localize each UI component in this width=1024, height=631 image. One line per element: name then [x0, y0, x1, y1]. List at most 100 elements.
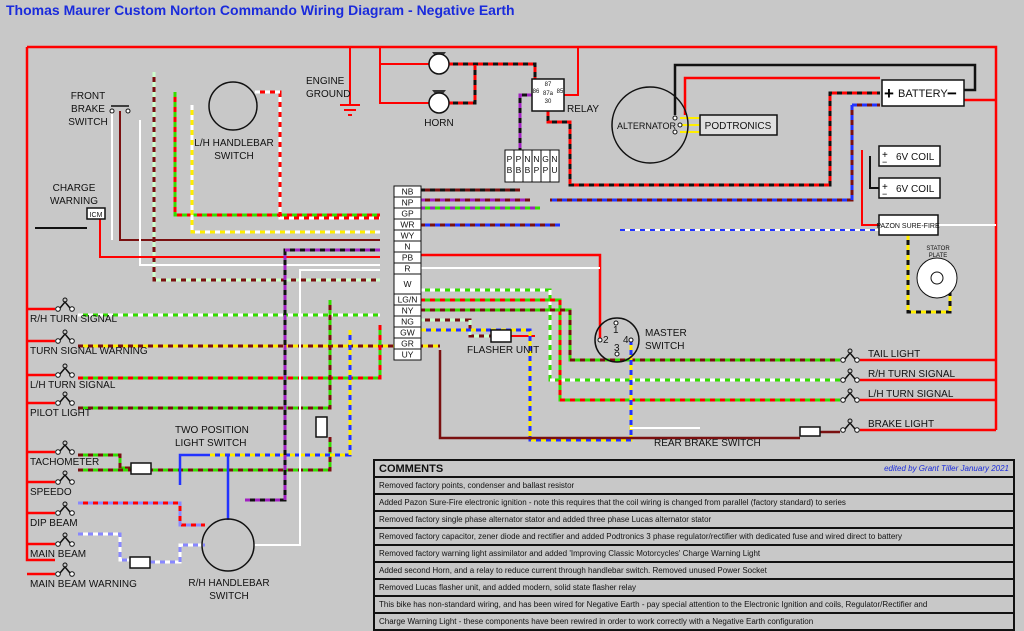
svg-text:+: +	[882, 182, 888, 193]
connector-cell-label: GP	[401, 209, 414, 219]
lh-sw-wire-4	[255, 90, 380, 220]
left-lamp-label: L/H TURN SIGNAL	[30, 380, 116, 391]
svg-text:SWITCH: SWITCH	[68, 117, 107, 128]
connector-cell-label: GR	[401, 339, 414, 349]
connector-cell-label: UY	[402, 350, 414, 360]
lamp-icon	[55, 391, 75, 406]
relay-connector-cell-label: P	[516, 154, 522, 164]
lh-sw-wire-2-tracer	[173, 92, 380, 217]
mbw-wire	[150, 543, 205, 564]
engine-ground-label-1: ENGINE	[306, 76, 345, 87]
alternator: ALTERNATOR	[611, 86, 689, 164]
two-pos-wire-tracer	[210, 330, 352, 457]
svg-text:PLATE: PLATE	[929, 253, 948, 259]
svg-text:TWO POSITION: TWO POSITION	[175, 425, 249, 436]
coil-1: +− 6V COIL	[878, 145, 941, 167]
lamp-icon	[840, 348, 860, 363]
brake-wire	[438, 350, 800, 440]
svg-text:+: +	[882, 150, 888, 161]
resistor-speedo	[130, 462, 152, 475]
connector-cell-label: NB	[402, 187, 414, 197]
svg-text:87a: 87a	[543, 91, 554, 97]
connector-cell-label: R	[404, 264, 410, 274]
rear-brake-switch: REAR BRAKE SWITCH	[654, 426, 821, 449]
lamp-icon	[55, 440, 75, 455]
svg-text:LIGHT SWITCH: LIGHT SWITCH	[175, 438, 246, 449]
svg-text:WARNING: WARNING	[50, 196, 98, 207]
lamp-icon	[55, 363, 75, 378]
relay-connector-cell	[549, 149, 560, 183]
right-lamp-label: L/H TURN SIGNAL	[868, 389, 954, 400]
lh-sw-wire-3-tracer	[190, 105, 380, 234]
relay-connector-cell-label: B	[507, 165, 513, 175]
connector-cell-label: PB	[402, 253, 414, 263]
svg-text:2: 2	[603, 335, 609, 346]
rh-sw-purple	[245, 248, 380, 502]
tail-wire-tracer	[420, 308, 840, 362]
svg-text:ICM: ICM	[90, 212, 103, 219]
flasher-wire-tracer	[420, 318, 491, 338]
stator-plate: STATOR PLATE	[916, 246, 958, 299]
uy-wire-tracer	[420, 328, 633, 442]
stator-pickup-tracer	[906, 235, 952, 314]
icm-red	[99, 219, 380, 258]
left-lamp-label: DIP BEAM	[30, 518, 78, 529]
right-lamp-label: R/H TURN SIGNAL	[868, 369, 955, 380]
wires	[25, 45, 998, 576]
left-lamp-label: SPEEDO	[30, 487, 72, 498]
relay-connector-cell-label: B	[516, 165, 522, 175]
svg-text:6V COIL: 6V COIL	[896, 184, 935, 195]
relay-86	[518, 93, 532, 150]
lh-rear-turn-tracer	[420, 298, 840, 402]
svg-text:L/H HANDLEBAR: L/H HANDLEBAR	[194, 138, 273, 149]
relay-connector-cell-label: G	[542, 154, 549, 164]
lamp-icon	[840, 418, 860, 433]
svg-text:3: 3	[614, 343, 620, 354]
engine-ground-label-2: GROUND	[306, 89, 350, 100]
diagram-title: Thomas Maurer Custom Norton Commando Wir…	[6, 2, 515, 18]
left-lamp-label: PILOT LIGHT	[30, 408, 91, 419]
speedo-wire-tracer	[78, 437, 332, 472]
left-lamp-label: MAIN BEAM WARNING	[30, 579, 137, 590]
r-master	[420, 253, 602, 340]
lamp-icon	[55, 470, 75, 485]
relay-86-tracer	[518, 93, 532, 150]
lh-sw-wire-4-tracer	[255, 90, 380, 220]
relay-connector-cell-label: P	[543, 165, 549, 175]
svg-text:87: 87	[545, 82, 552, 88]
comment-row: Removed factory points, condenser and ba…	[375, 478, 1013, 493]
horn-lower	[428, 90, 450, 114]
pazon-feed	[861, 150, 879, 226]
right-lamp-label: BRAKE LIGHT	[868, 419, 934, 430]
comments-header: COMMENTS edited by Grant Tiller January …	[375, 461, 1013, 476]
lh-turn-wire-tracer	[78, 325, 382, 380]
svg-text:CHARGE: CHARGE	[53, 183, 96, 194]
svg-text:−: −	[882, 189, 887, 199]
comments-panel: COMMENTS edited by Grant Tiller January …	[373, 459, 1015, 631]
rh-sw-purple-tracer	[245, 248, 380, 502]
svg-text:R/H HANDLEBAR: R/H HANDLEBAR	[188, 578, 269, 589]
connector-cell-label: NY	[402, 306, 414, 316]
lh-sw-wire-1	[152, 72, 380, 282]
master-feed-tracer	[550, 105, 854, 202]
dip-beam-wire	[78, 501, 205, 527]
left-lamp-label: TACHOMETER	[30, 457, 99, 468]
connector-cell-label: LG/N	[398, 295, 418, 305]
relay-connector-cell-label: B	[525, 165, 531, 175]
relay-connector-cell-label: N	[524, 154, 530, 164]
svg-text:PAZON SURE-FIRE: PAZON SURE-FIRE	[876, 223, 940, 230]
left-lamp-label: TURN SIGNAL WARNING	[30, 346, 148, 357]
svg-text:SWITCH: SWITCH	[645, 341, 684, 352]
comment-row: Removed factory single phase alternator …	[375, 512, 1013, 527]
coil-2: +− 6V COIL	[878, 177, 941, 199]
lamp-icon	[55, 532, 75, 547]
coil-link	[869, 156, 879, 189]
svg-text:−: −	[947, 84, 957, 103]
svg-text:MASTER: MASTER	[645, 328, 687, 339]
podtronics-pos	[683, 76, 880, 115]
podtronics: PODTRONICS	[699, 114, 778, 136]
connector-cell-label: NP	[402, 198, 414, 208]
connector-cell-label: WR	[400, 220, 414, 230]
